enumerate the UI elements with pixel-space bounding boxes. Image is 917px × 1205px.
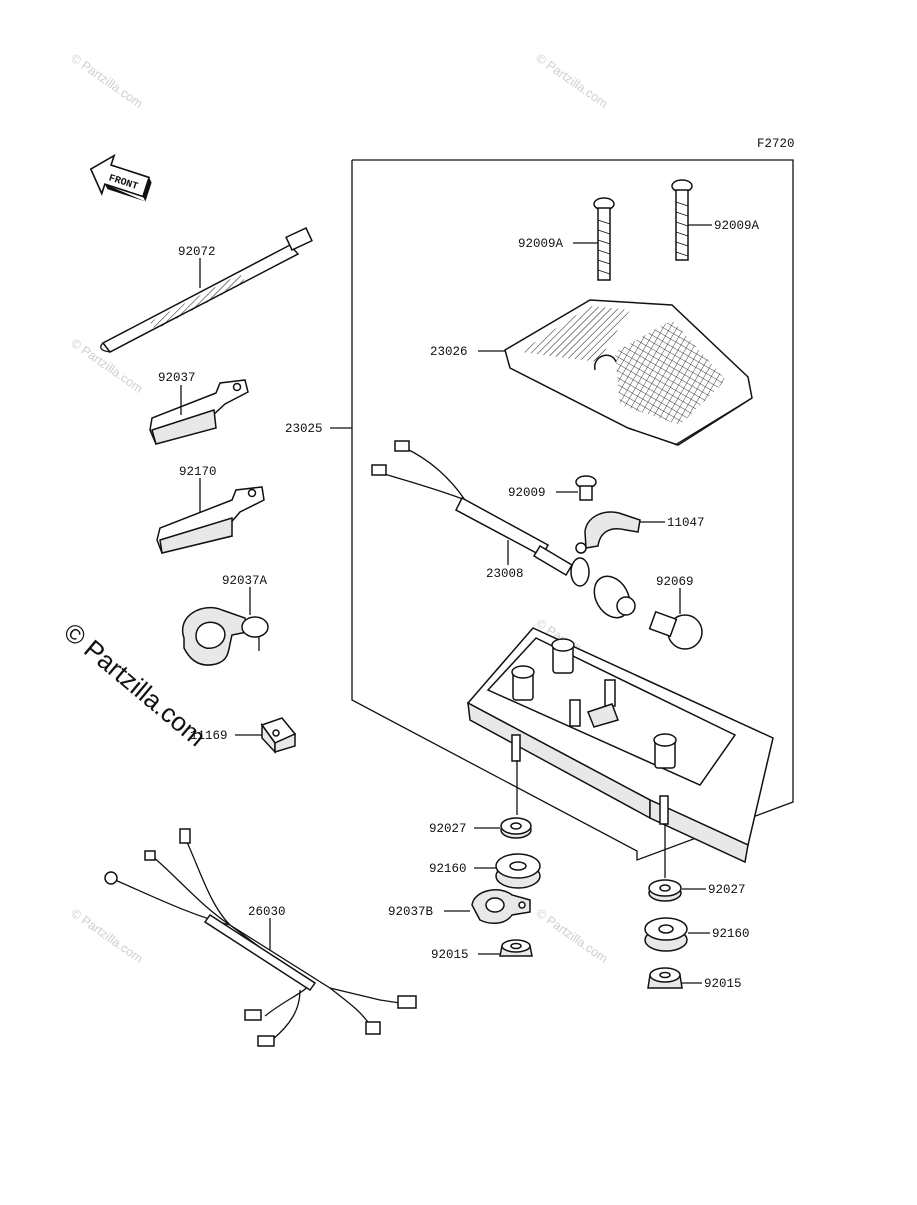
part-label-92069: 92069	[656, 575, 694, 589]
wire-harness-part	[104, 828, 417, 1047]
watermark: © Partzilla.com	[533, 906, 610, 966]
part-label-11169: 11169	[190, 729, 228, 743]
cable-tie-part	[100, 227, 313, 353]
grommet-92027-right-part	[648, 879, 682, 902]
bulb-92069-part	[648, 610, 703, 650]
bracket-11047-part	[575, 511, 641, 554]
clamp-92170-part	[156, 486, 265, 554]
part-label-92009A-right: 92009A	[714, 219, 760, 233]
watermark: © Partzilla.com	[533, 51, 610, 111]
nut-92015-left-part	[499, 939, 533, 957]
part-label-92015-right: 92015	[704, 977, 742, 991]
nut-92015-right-part	[647, 967, 683, 989]
part-label-92160-right: 92160	[712, 927, 750, 941]
grommet-92160-right-part	[644, 917, 688, 952]
part-label-92037B: 92037B	[388, 905, 434, 919]
socket-wire-part	[371, 440, 636, 619]
part-label-23025: 23025	[285, 422, 323, 436]
part-label-92072: 92072	[178, 245, 216, 259]
nut-11169-part	[260, 717, 297, 754]
clamp-92037B-part	[471, 889, 531, 925]
assembly-frame	[351, 159, 794, 861]
watermark: © Partzilla.com	[68, 906, 145, 966]
part-label-92015-left: 92015	[431, 948, 469, 962]
bracket-92037-part	[149, 379, 249, 445]
screw-92009A-left-part	[593, 197, 615, 281]
front-arrow-icon: FRONT	[89, 153, 152, 202]
grommet-92027-left-part	[500, 817, 532, 839]
part-label-92170: 92170	[179, 465, 217, 479]
lens-cover-part	[504, 299, 753, 446]
lamp-base-part	[466, 627, 774, 864]
part-label-92009: 92009	[508, 486, 546, 500]
part-label-92027-left: 92027	[429, 822, 467, 836]
clamp-92037A-part	[181, 606, 269, 666]
screw-92009-part	[575, 475, 597, 501]
part-label-23008: 23008	[486, 567, 524, 581]
part-label-92037A: 92037A	[222, 574, 268, 588]
part-label-92160-left: 92160	[429, 862, 467, 876]
watermark: © Partzilla.com	[68, 51, 145, 111]
part-label-92027-right: 92027	[708, 883, 746, 897]
grommet-92160-left-part	[495, 853, 541, 889]
part-label-11047: 11047	[667, 516, 705, 530]
part-label-92009A-left: 92009A	[518, 237, 564, 251]
figure-code: F2720	[757, 137, 795, 151]
screw-92009A-right-part	[671, 179, 693, 261]
part-label-23026: 23026	[430, 345, 468, 359]
part-label-26030: 26030	[248, 905, 286, 919]
part-label-92037: 92037	[158, 371, 196, 385]
